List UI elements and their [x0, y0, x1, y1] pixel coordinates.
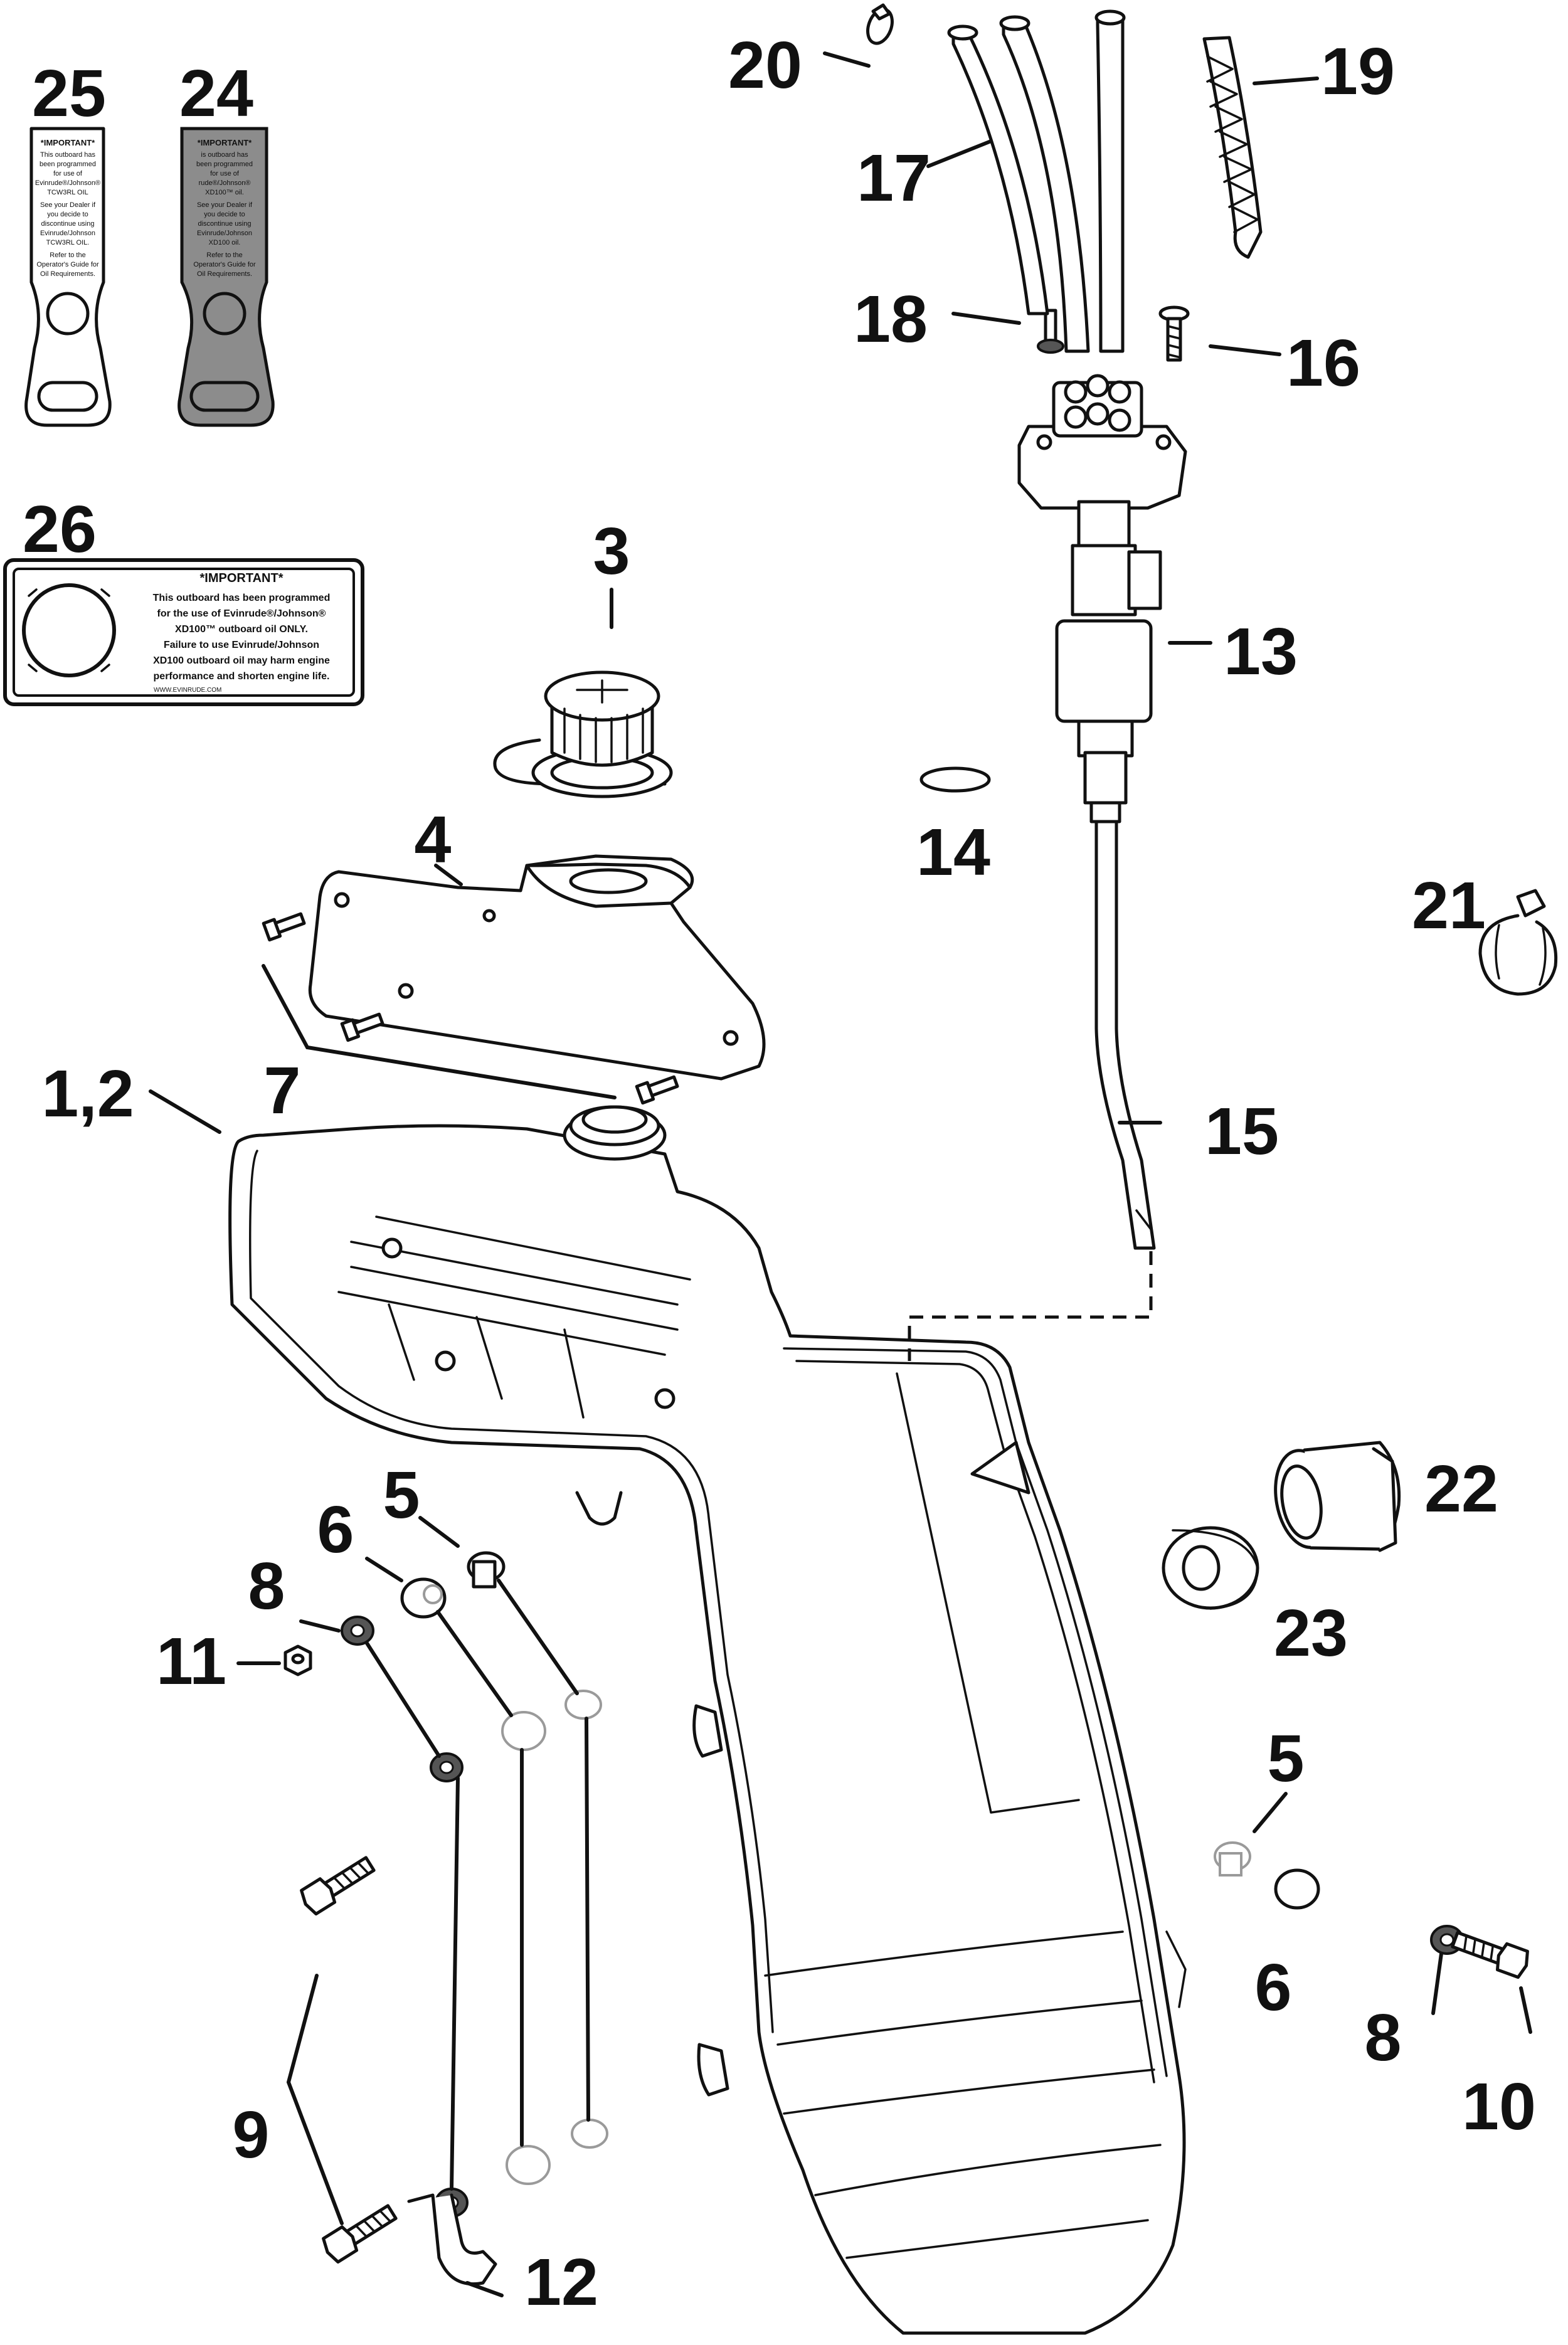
tag24-line: Refer to the — [206, 251, 242, 259]
bolt-9-top — [300, 1856, 376, 1916]
oil-tank-1-2 — [228, 1105, 1187, 2335]
oil-fill-cap-3 — [493, 670, 673, 798]
tag24-line: Operator's Guide for — [193, 261, 256, 268]
callout-22: 22 — [1424, 1452, 1498, 1526]
callout-9: 9 — [233, 2098, 270, 2172]
tag25-line: Refer to the — [50, 251, 85, 259]
decal26-line: XD100 outboard oil may harm engine — [153, 655, 330, 666]
decal26-website: WWW.EVINRUDE.COM — [154, 687, 221, 694]
left-hardware-stack — [283, 1551, 608, 2286]
callout-15: 15 — [1205, 1094, 1279, 1168]
oil-tag-25: *IMPORTANT* This outboard has been progr… — [24, 127, 112, 427]
strap-clamp-21 — [1478, 889, 1558, 996]
pickup-leader-dashed — [908, 1251, 1153, 1361]
bolt-10 — [1451, 1930, 1529, 1979]
callout-4: 4 — [415, 803, 452, 877]
tag24-heading: *IMPORTANT* — [198, 138, 252, 147]
callout-5-left: 5 — [383, 1458, 420, 1532]
tag24-line: for use of — [210, 170, 240, 177]
decal26-line: XD100™ outboard oil ONLY. — [175, 624, 308, 635]
decal-26: *IMPORTANT* This outboard has been progr… — [3, 558, 364, 706]
tag24-line: See your Dealer if — [197, 201, 253, 209]
decal26-heading: *IMPORTANT* — [200, 571, 283, 585]
tag24-line: XD100 oil. — [209, 239, 241, 246]
tag25-heading: *IMPORTANT* — [41, 138, 95, 147]
tag25-line: Evinrude/Johnson — [40, 230, 95, 237]
tag24-line: Oil Requirements. — [197, 270, 252, 278]
tag24-lines: is outboard has been programmed for use … — [193, 151, 256, 278]
tag24-line: you decide to — [204, 211, 245, 218]
callout-16: 16 — [1286, 326, 1360, 400]
tag25-line: been programmed — [40, 161, 96, 168]
callout-12: 12 — [524, 2245, 598, 2319]
callout-25: 25 — [32, 56, 106, 130]
tag25-line: TCW3RL OIL. — [46, 239, 90, 246]
grommet-6-right — [1274, 1868, 1320, 1910]
braided-sleeve-19 — [1202, 36, 1263, 259]
tag24-line: XD100™ oil. — [205, 189, 244, 196]
callout-14: 14 — [916, 815, 990, 889]
bracket-plate-4 — [308, 854, 766, 1081]
callout-26: 26 — [23, 492, 97, 566]
callout-10: 10 — [1462, 2070, 1536, 2144]
tag24-line: been programmed — [196, 161, 253, 168]
bolt-9-bottom — [322, 2204, 398, 2264]
callout-24: 24 — [179, 56, 253, 130]
callout-numbers: 25 24 26 3 4 7 1,2 20 17 18 16 19 13 14 … — [23, 28, 1536, 2319]
callout-1-2: 1,2 — [41, 1057, 134, 1131]
tag25-line: This outboard has — [40, 151, 96, 159]
callout-23: 23 — [1274, 1596, 1348, 1670]
callout-19: 19 — [1321, 34, 1395, 109]
callout-21: 21 — [1412, 869, 1486, 943]
right-hardware — [1214, 1841, 1529, 1979]
callout-8-left: 8 — [248, 1549, 285, 1623]
callout-13: 13 — [1224, 615, 1298, 689]
callout-8-right: 8 — [1365, 2001, 1402, 2075]
tag24-line: discontinue using — [198, 220, 251, 228]
tag24-line: Evinrude/Johnson — [197, 230, 252, 237]
callout-6-left: 6 — [317, 1493, 354, 1567]
tag25-line: See your Dealer if — [40, 201, 96, 209]
decal26-line: for the use of Evinrude®/Johnson® — [157, 608, 326, 619]
callout-6-right: 6 — [1255, 1951, 1292, 2025]
callout-20: 20 — [728, 28, 802, 102]
tag25-line: Evinrude®/Johnson® — [35, 179, 100, 187]
oil-level-sensor-13 — [1017, 374, 1187, 823]
clamp-20 — [866, 3, 894, 45]
tag25-line: discontinue using — [41, 220, 94, 228]
callout-5-right: 5 — [1268, 1722, 1305, 1796]
tag25-line: Operator's Guide for — [36, 261, 99, 268]
tag24-line: is outboard has — [201, 151, 248, 159]
o-ring-14 — [919, 766, 991, 793]
callout-7: 7 — [264, 1054, 301, 1128]
callout-11: 11 — [156, 1624, 226, 1698]
tag25-line: for use of — [53, 170, 83, 177]
clip-12 — [407, 2193, 497, 2286]
screw-16 — [1158, 305, 1190, 362]
leader-lines — [149, 51, 1532, 2297]
tag24-line: rude®/Johnson® — [199, 179, 251, 187]
callout-17: 17 — [857, 141, 931, 215]
grommet-23 — [1162, 1526, 1259, 1610]
tag25-line: you decide to — [47, 211, 88, 218]
screws-7 — [262, 912, 679, 1105]
hoses-17 — [947, 9, 1126, 353]
tag25-lines: This outboard has been programmed for us… — [35, 151, 100, 278]
tag25-line: Oil Requirements. — [40, 270, 95, 278]
oil-tag-24: *IMPORTANT* is outboard has been program… — [177, 127, 275, 427]
decal26-line: performance and shorten engine life. — [154, 671, 330, 682]
tag25-line: TCW3RL OIL — [47, 189, 88, 196]
decal26-line: Failure to use Evinrude/Johnson — [164, 640, 319, 650]
callout-3: 3 — [593, 514, 630, 588]
pickup-tube-15 — [1094, 820, 1156, 1250]
decal26-line: This outboard has been programmed — [153, 593, 331, 603]
rivet-18 — [1037, 309, 1064, 354]
callout-18: 18 — [854, 282, 928, 356]
fitting-22 — [1274, 1441, 1401, 1552]
